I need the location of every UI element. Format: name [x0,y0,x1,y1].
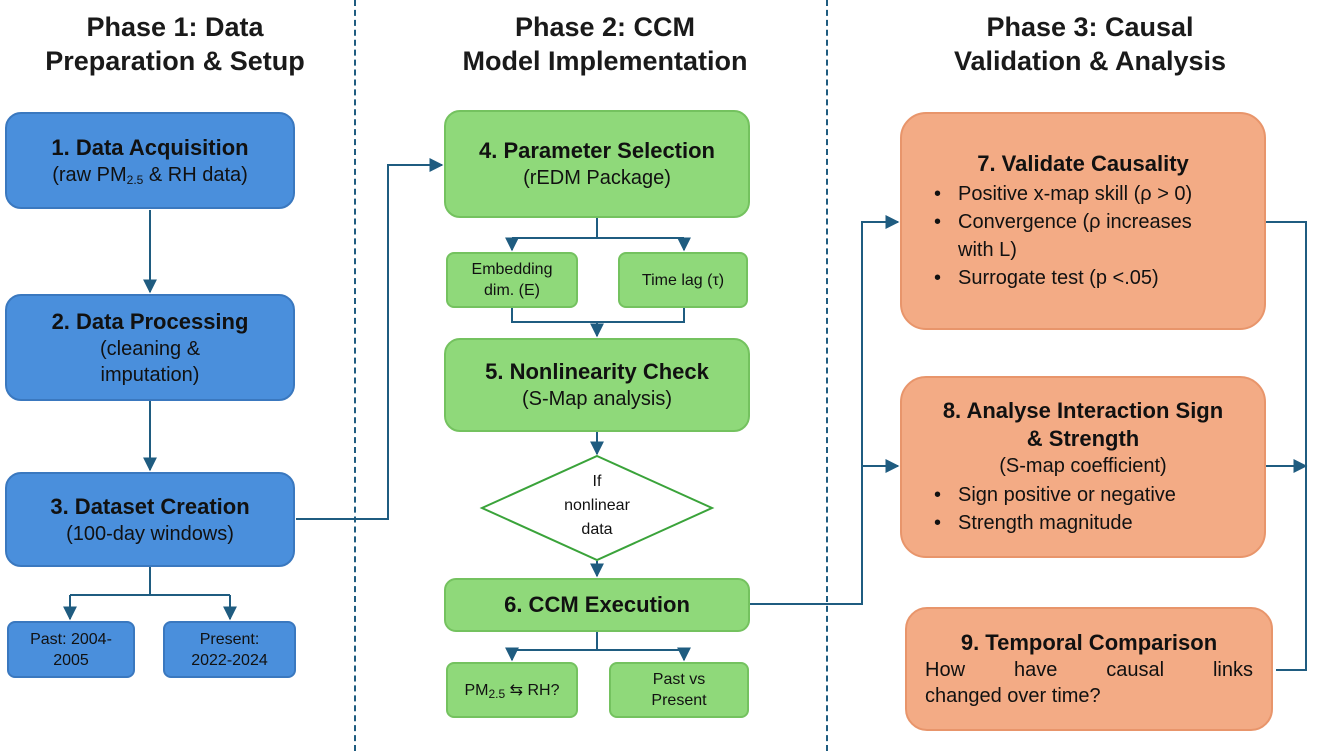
phase-divider-1 [354,0,356,751]
past-vs-line-1: Past vs [652,671,706,688]
step-9-line-2: changed over time? [925,685,1101,707]
step-9-line-1: How have causal links [925,659,1253,681]
time-lag-box[interactable]: Time lag (τ) [618,252,748,308]
step-7-bullets: Positive x-map skill (ρ > 0) Convergence… [914,180,1192,292]
step-4-subtitle: (rEDM Package) [523,167,671,189]
step-3-dataset-creation[interactable]: 3. Dataset Creation (100-day windows) [5,472,295,567]
step-9-temporal-comparison[interactable]: 9. Temporal Comparison How have causal l… [905,607,1273,731]
arrow-4-split [512,218,684,239]
step-8-subtitle: (S-map coefficient) [999,455,1167,477]
arrow-6-split [512,632,684,651]
phase-2-title-line-2: Model Implementation [462,46,748,76]
step-8-title-line-1: 8. Analyse Interaction Sign [942,398,1224,423]
arrow-3-split [70,567,230,596]
step-7-bullet-3: Surrogate test (p <.05) [914,264,1192,292]
arrow-6-to-phase3 [750,215,900,605]
embedding-dimension-box[interactable]: Embedding dim. (E) [446,252,578,308]
present-window-line-2: 2022-2024 [191,651,268,669]
embedding-line-1: Embedding [471,261,553,278]
step-7-validate-causality[interactable]: 7. Validate Causality Positive x-map ski… [900,112,1266,330]
present-window-line-1: Present: [199,630,260,648]
step-7-bullet-1: Positive x-map skill (ρ > 0) [914,180,1192,208]
step-6-ccm-execution[interactable]: 6. CCM Execution [444,578,750,632]
step-4-title: 4. Parameter Selection [478,138,715,163]
step-3-subtitle: (100-day windows) [66,522,234,545]
phase-1-title-line-1: Phase 1: Data [86,12,264,42]
time-lag-label: Time lag (τ) [641,271,725,289]
phase-divider-2 [826,0,828,751]
past-vs-present-box[interactable]: Past vs Present [609,662,749,718]
phase-2-title: Phase 2: CCM Model Implementation [430,10,780,78]
past-window-box[interactable]: Past: 2004- 2005 [7,621,135,678]
step-5-title: 5. Nonlinearity Check [485,359,709,384]
step-7-bullet-2: Convergence (ρ increases [914,208,1192,236]
step-7-bullet-2-continued: with L) [958,239,1017,261]
step-8-title-line-2: & Strength [1026,426,1140,451]
phase-3-title-line-2: Validation & Analysis [953,46,1227,76]
phase-1-title-line-2: Preparation & Setup [45,46,305,76]
arrow-7-8-to-9 [1266,221,1306,671]
arrow-params-merge [511,308,685,336]
phase-3-title: Phase 3: Causal Validation & Analysis [890,10,1290,78]
step-5-nonlinearity-check[interactable]: 5. Nonlinearity Check (S-Map analysis) [444,338,750,432]
past-window-line-2: 2005 [53,651,89,669]
step-2-subtitle-line-1: (cleaning & [99,337,201,360]
step-7-title: 7. Validate Causality [977,151,1189,176]
step-2-subtitle-line-2: imputation) [100,363,200,386]
step-8-bullet-1: Sign positive or negative [914,481,1176,509]
past-vs-line-2: Present [651,692,707,709]
step-8-bullet-2: Strength magnitude [914,509,1176,537]
step-8-analyse-interaction[interactable]: 8. Analyse Interaction Sign & Strength (… [900,376,1266,558]
decision-line-3: data [581,521,613,538]
step-2-title: 2. Data Processing [51,308,249,334]
phase-3-title-line-1: Phase 3: Causal [986,12,1194,42]
step-1-subtitle: (raw PM2.5 & RH data) [52,163,248,187]
decision-line-2: nonlinear [564,497,630,514]
step-1-title: 1. Data Acquisition [51,134,249,160]
step-6-title: 6. CCM Execution [504,592,690,617]
step-8-bullets: Sign positive or negative Strength magni… [914,481,1176,537]
step-5-subtitle: (S-Map analysis) [521,388,673,410]
past-window-line-1: Past: 2004- [30,630,112,648]
step-4-parameter-selection[interactable]: 4. Parameter Selection (rEDM Package) [444,110,750,218]
embedding-line-2: dim. (E) [484,282,540,299]
pm-rh-box[interactable]: PM2.5 ⇆ RH? [446,662,578,718]
step-3-title: 3. Dataset Creation [50,493,250,519]
present-window-box[interactable]: Present: 2022-2024 [163,621,296,678]
decision-line-1: If [592,473,602,490]
arrow-3-to-4 [296,158,444,520]
phase-1-title: Phase 1: Data Preparation & Setup [10,10,340,78]
step-1-data-acquisition[interactable]: 1. Data Acquisition (raw PM2.5 & RH data… [5,112,295,209]
step-2-data-processing[interactable]: 2. Data Processing (cleaning & imputatio… [5,294,295,401]
step-9-title: 9. Temporal Comparison [960,630,1218,655]
pm-rh-label: PM2.5 ⇆ RH? [464,681,560,701]
decision-label: If nonlinear data [537,470,657,542]
phase-2-title-line-1: Phase 2: CCM [514,12,696,42]
